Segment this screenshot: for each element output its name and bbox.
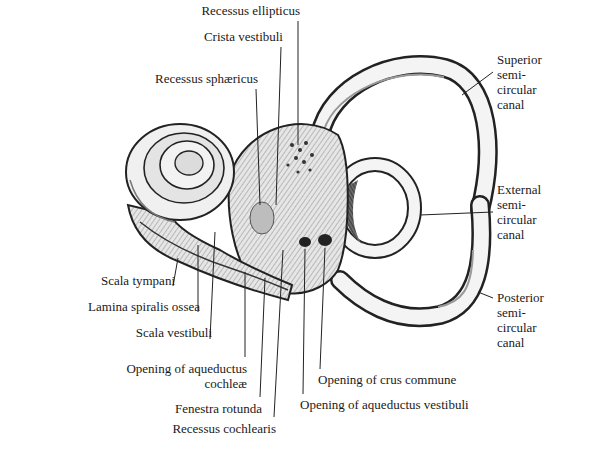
label-holder: Scala vestibuli [82, 325, 212, 340]
part-label: Scala tympani [55, 273, 175, 288]
part-label: Recessus ellipticus [150, 3, 300, 18]
part-label: Opening of aqueductus vestibuli [300, 397, 550, 412]
part-label: Fenestra rotunda [92, 401, 262, 416]
part-label: Lamina spiralis ossea [30, 299, 200, 314]
part-label: Opening of crus commune [318, 372, 538, 387]
part-label: Recessus cochlearis [96, 421, 276, 436]
label-holder: Scala tympani [55, 273, 175, 288]
part-label: Opening of aqueductus cochleæ [97, 361, 247, 391]
label-holder: Crista vestibuli [133, 29, 283, 44]
label-holder: Posterior semi-circular canal [497, 290, 561, 350]
label-holder: Superior semi-circular canal [497, 52, 561, 112]
label-holder: Opening of crus commune [318, 372, 538, 387]
part-label: Crista vestibuli [133, 29, 283, 44]
part-label: Posterior semi-circular canal [497, 290, 561, 350]
part-label: Superior semi-circular canal [497, 52, 561, 112]
label-holder: Lamina spiralis ossea [30, 299, 200, 314]
part-label: External semi-circular canal [497, 182, 561, 242]
label-holder: Recessus ellipticus [150, 3, 300, 18]
part-label: Scala vestibuli [82, 325, 212, 340]
label-holder: Recessus sphæricus [98, 71, 258, 86]
part-label: Recessus sphæricus [98, 71, 258, 86]
label-holder: Fenestra rotunda [92, 401, 262, 416]
label-holder: Opening of aqueductus cochleæ [97, 361, 247, 391]
label-holder: Opening of aqueductus vestibuli [300, 397, 550, 412]
label-holder: Recessus cochlearis [96, 421, 276, 436]
label-holder: External semi-circular canal [497, 182, 561, 242]
